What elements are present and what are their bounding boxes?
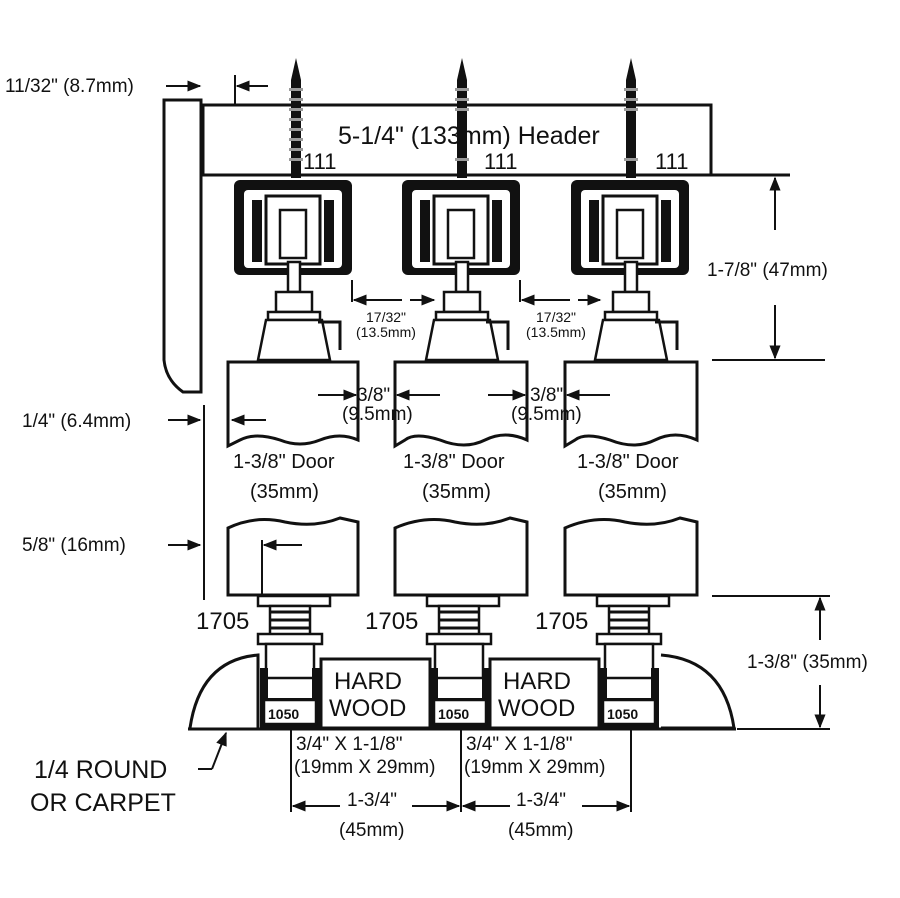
- quarter-round-left: [188, 653, 260, 729]
- dim-spacing2-in: 1-3/4": [516, 790, 566, 811]
- door-label-right-1: 1-3/8" Door: [577, 451, 679, 473]
- header-label: 5-1/4" (133mm) Header: [338, 122, 600, 150]
- door-bottom-left: [226, 516, 360, 597]
- floor-label-1: 1/4 ROUND: [34, 756, 167, 784]
- floor-label-2: OR CARPET: [30, 789, 176, 817]
- hardwood-left-2: WOOD: [329, 695, 406, 722]
- dim-gap2-in: 17/32": [536, 309, 576, 325]
- door-label-middle-1: 1-3/8" Door: [403, 451, 505, 473]
- dim-gap2-mm: (13.5mm): [526, 324, 586, 340]
- dim-overlap2-in: 3/8": [530, 385, 563, 406]
- dim-hanger-height: 1-7/8" (47mm): [707, 260, 828, 281]
- guide-label-left: 1705: [196, 608, 249, 635]
- floor-guide-left: [256, 594, 332, 680]
- door-top-middle: [393, 360, 529, 449]
- screw-middle: [455, 58, 469, 178]
- dim-bottom-height: 1-3/8" (35mm): [747, 652, 868, 673]
- dim-gap1-mm: (13.5mm): [356, 324, 416, 340]
- hardwood-left-1: HARD: [334, 668, 402, 695]
- door-label-left-2: (35mm): [250, 481, 319, 503]
- quarter-round-right: [660, 653, 736, 730]
- track-label-right: 1050: [607, 706, 638, 722]
- floor-guide-right: [595, 594, 671, 680]
- dim-spacer1-mm: (19mm X 29mm): [294, 757, 435, 778]
- hanger-label-middle: 111: [484, 149, 517, 174]
- door-bottom-right: [563, 516, 699, 597]
- track-hanger-right: [571, 180, 689, 362]
- screw-right: [624, 58, 638, 178]
- dim-spacing2-mm: (45mm): [508, 820, 573, 841]
- dim-spacing1-in: 1-3/4": [347, 790, 397, 811]
- track-hanger-left: [234, 180, 352, 362]
- dim-spacer2-in: 3/4" X 1-1/8": [466, 734, 572, 755]
- floor-track-left: [260, 668, 320, 728]
- guide-label-right: 1705: [535, 608, 588, 635]
- dim-spacing1-mm: (45mm): [339, 820, 404, 841]
- hardwood-right-2: WOOD: [498, 695, 575, 722]
- dim-overlap2-mm: (9.5mm): [511, 404, 582, 425]
- dim-door-gap: 1/4" (6.4mm): [22, 411, 131, 432]
- dim-overlap1-mm: (9.5mm): [342, 404, 413, 425]
- track-label-left: 1050: [268, 706, 299, 722]
- door-top-right: [563, 360, 699, 449]
- door-top-left: [226, 360, 360, 449]
- door-label-middle-2: (35mm): [422, 481, 491, 503]
- dim-overlap1-in: 3/8": [357, 385, 390, 406]
- dim-spacer1-in: 3/4" X 1-1/8": [296, 734, 402, 755]
- dim-top-offset: 11/32" (8.7mm): [5, 76, 134, 97]
- track-hanger-middle: [402, 180, 520, 362]
- door-label-left-1: 1-3/8" Door: [233, 451, 335, 473]
- dim-gap1-in: 17/32": [366, 309, 406, 325]
- floor-guide-middle: [425, 594, 501, 680]
- dim-spacer2-mm: (19mm X 29mm): [464, 757, 605, 778]
- floor-track-right: [599, 668, 659, 728]
- dim-guide-inset: 5/8" (16mm): [22, 535, 126, 556]
- door-bottom-middle: [393, 516, 529, 597]
- track-label-middle: 1050: [438, 706, 469, 722]
- guide-label-middle: 1705: [365, 608, 418, 635]
- screw-left: [289, 58, 303, 178]
- door-label-right-2: (35mm): [598, 481, 667, 503]
- hanger-label-right: 111: [655, 149, 688, 174]
- hanger-label-left: 111: [303, 149, 336, 174]
- floor-track-middle: [430, 668, 490, 728]
- jamb: [162, 98, 203, 394]
- hardwood-right-1: HARD: [503, 668, 571, 695]
